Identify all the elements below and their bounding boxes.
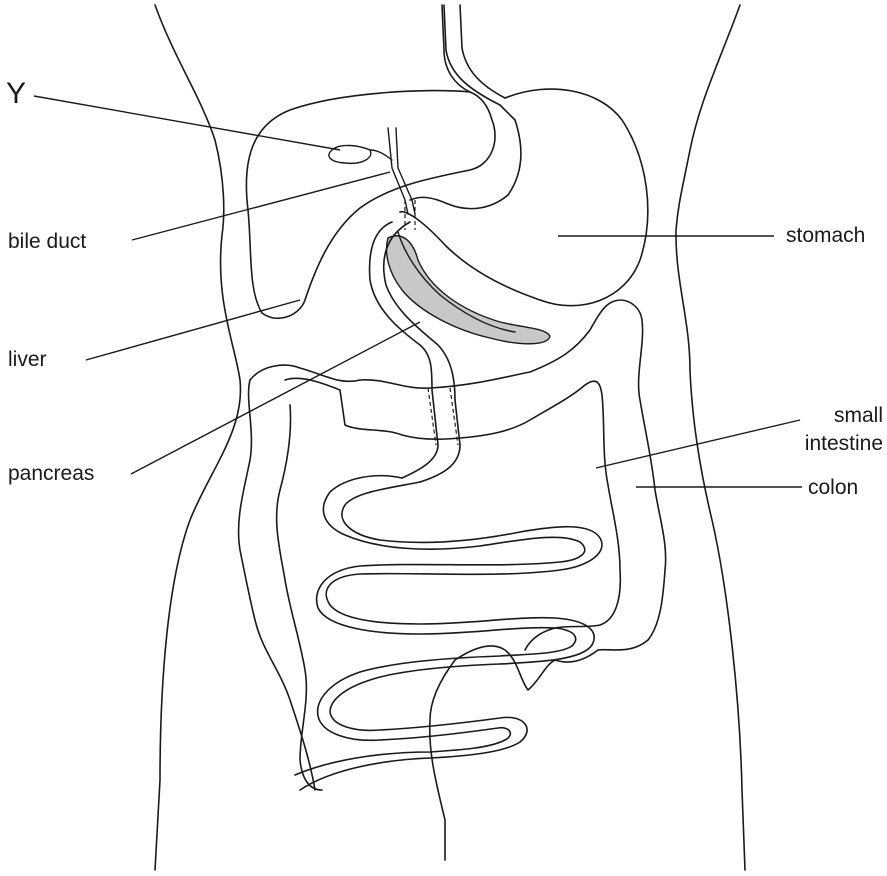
label-y: Y (6, 78, 26, 110)
label-stomach: stomach (786, 224, 865, 248)
bile-duct (370, 128, 415, 230)
label-bile-duct: bile duct (8, 230, 86, 254)
leader-pancreas (131, 322, 420, 474)
leader-liver (86, 300, 300, 360)
body-outline (155, 5, 745, 870)
leader-small-intestine (596, 420, 800, 468)
label-pancreas: pancreas (8, 462, 94, 486)
label-colon: colon (808, 476, 858, 500)
gall-bladder (329, 145, 371, 163)
label-small-intestine-line1: small (786, 404, 883, 428)
label-small-intestine-line2: intestine (786, 432, 883, 456)
small-intestine (295, 476, 602, 790)
leader-y (34, 96, 340, 150)
stomach (400, 5, 648, 306)
leader-bile-duct (132, 172, 390, 240)
label-liver: liver (8, 348, 47, 372)
